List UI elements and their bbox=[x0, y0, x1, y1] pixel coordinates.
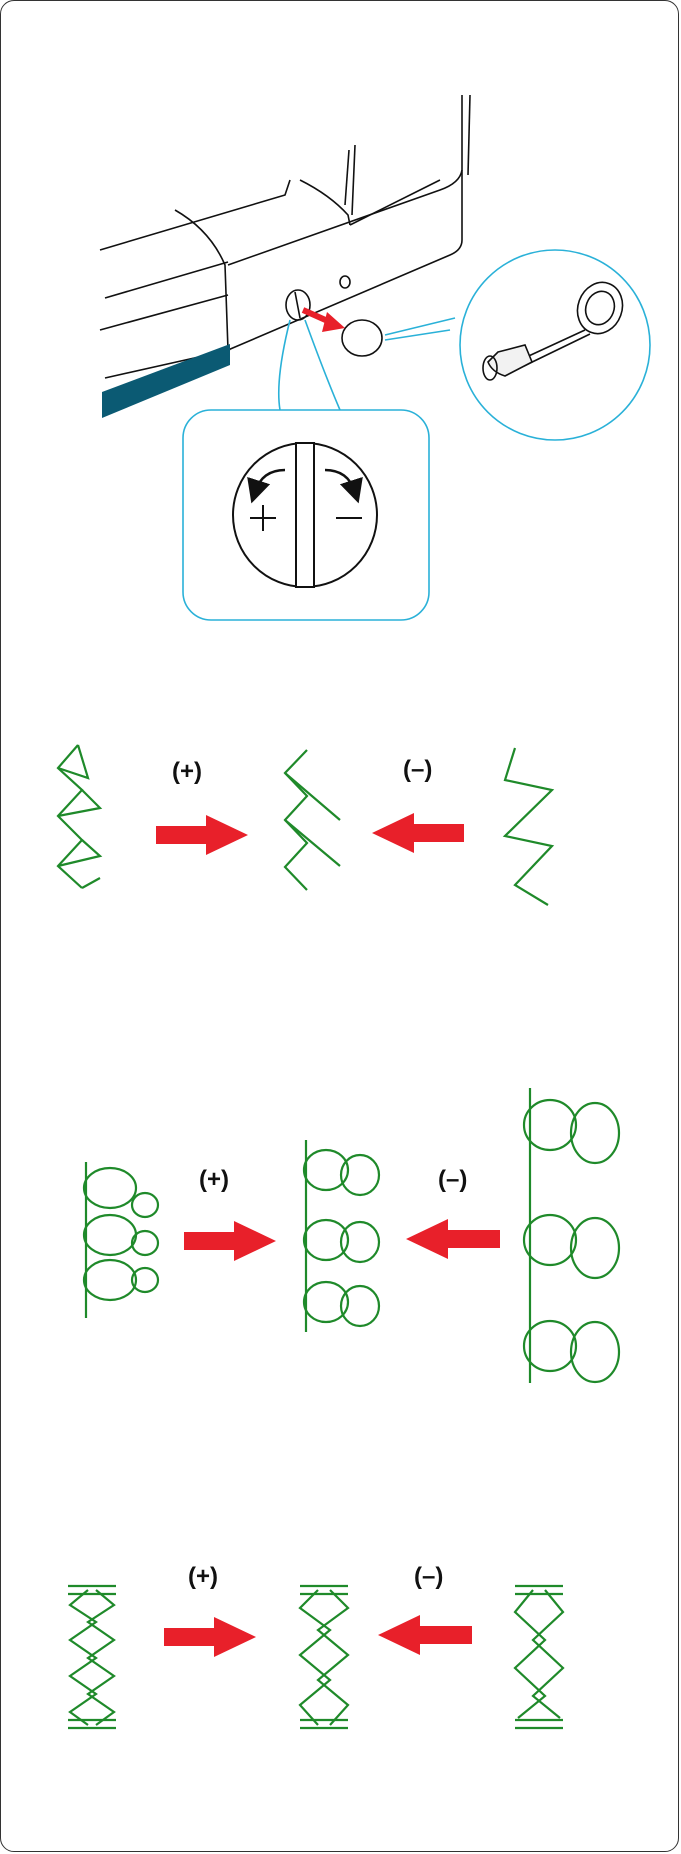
minus-arrow-3 bbox=[378, 1615, 472, 1655]
screwdriver-callout bbox=[384, 249, 651, 441]
remove-cap-arrow bbox=[301, 307, 345, 332]
zigzag-stitch-row bbox=[68, 1584, 565, 1730]
circle-stitch-row bbox=[82, 1088, 621, 1384]
plus-arrow-2 bbox=[184, 1221, 276, 1261]
minus-label-3: (–) bbox=[414, 1563, 444, 1590]
chevron-stitch-row bbox=[56, 744, 555, 906]
plus-label-2: (+) bbox=[199, 1166, 229, 1193]
machine-stripe bbox=[102, 344, 230, 418]
plus-label-3: (+) bbox=[188, 1563, 218, 1590]
screwdriver-icon bbox=[482, 281, 624, 381]
adjustment-dial-zoom bbox=[182, 319, 430, 621]
plus-arrow-1 bbox=[156, 815, 248, 855]
minus-label-1: (–) bbox=[403, 756, 433, 783]
minus-label-2: (–) bbox=[438, 1166, 468, 1193]
minus-arrow-1 bbox=[372, 813, 464, 853]
sewing-machine-side-illustration bbox=[99, 94, 471, 379]
plus-arrow-3 bbox=[164, 1617, 256, 1657]
plus-label-1: (+) bbox=[172, 758, 202, 785]
minus-arrow-2 bbox=[406, 1219, 500, 1259]
